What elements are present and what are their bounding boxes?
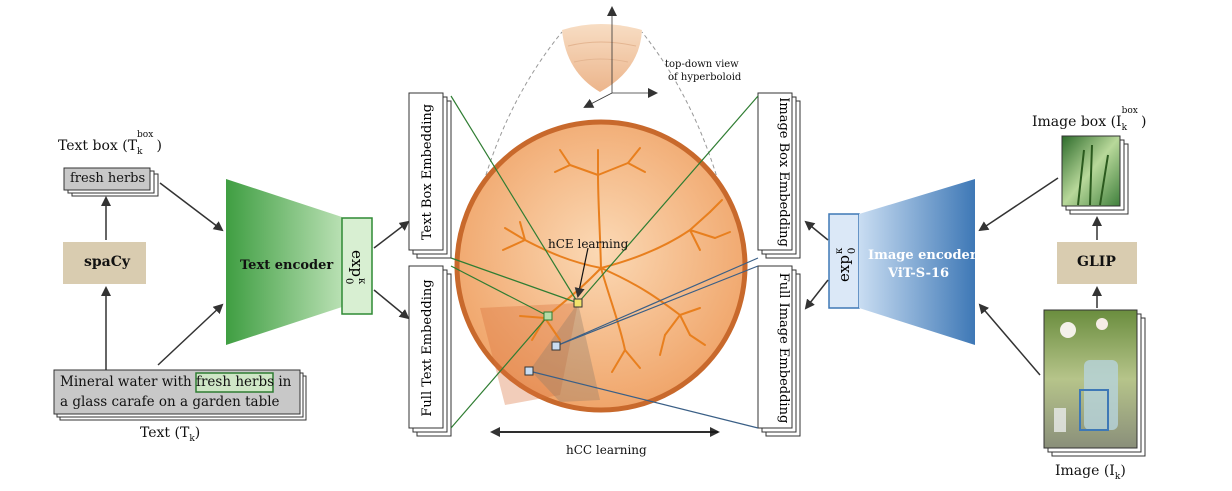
hyperbolic-tree <box>502 147 731 373</box>
image-encoder-label-line2: ViT-S-16 <box>888 266 950 281</box>
caption-highlight: fresh herbs <box>195 374 275 390</box>
text-box-point <box>573 298 583 308</box>
hyperboloid-illustration <box>467 6 735 251</box>
text-label: Text (Tk) <box>140 425 201 444</box>
arrow-exp-to-image-box-emb <box>804 220 829 241</box>
image-encoder-label-line1: Image encoder <box>868 248 977 263</box>
caption-line1: Mineral water with fresh herbs in <box>60 374 292 390</box>
image-exp-label: exp κ 0 <box>834 247 858 282</box>
caption-line2: a glass carafe on a garden table <box>60 394 280 410</box>
svg-text:exp: exp <box>348 250 366 277</box>
glip-label: GLIP <box>1077 254 1116 270</box>
image-card <box>1043 309 1146 457</box>
image-exp-map-block <box>828 213 860 309</box>
arrow-imagebox-to-encoder <box>978 177 1059 232</box>
hce-arrow <box>574 247 589 298</box>
image-encoder-block <box>859 179 975 345</box>
text-exp-map-block <box>341 217 373 315</box>
text-encoder-label: Text encoder <box>240 258 334 273</box>
image-box-embedding-label: Image Box Embedding <box>776 97 791 247</box>
image-box-card <box>1061 135 1129 215</box>
arrow-exp-to-full-text-emb <box>373 289 410 320</box>
arrow-exp-to-full-image-emb <box>804 279 829 310</box>
glip-box <box>1057 242 1137 284</box>
hce-label: hCE learning <box>548 237 629 251</box>
spacy-label: spaCy <box>84 254 131 270</box>
text-box-content: fresh herbs <box>70 171 146 186</box>
arrow-image-to-encoder <box>978 303 1041 376</box>
spacy-box <box>63 242 146 284</box>
svg-text:exp: exp <box>835 255 853 282</box>
embedding-connections <box>450 95 759 429</box>
text-entailment-cone <box>480 303 578 405</box>
full-text-embedding-card <box>408 265 452 437</box>
caption-card <box>53 369 307 421</box>
hcc-label: hCC learning <box>566 443 647 457</box>
full-image-embedding-card <box>757 265 801 437</box>
image-label: Image (Ik) <box>1055 463 1126 482</box>
full-text-point <box>543 311 553 321</box>
arrow-caption-to-encoder <box>157 303 224 366</box>
full-image-point <box>524 366 534 376</box>
text-encoder-block <box>226 179 342 345</box>
full-text-embedding-label: Full Text Embedding <box>420 279 435 416</box>
hyperboloid-caption-line2: of hyperboloid <box>668 72 742 83</box>
full-image-embedding-label: Full Image Embedding <box>776 273 791 424</box>
image-entailment-cone <box>530 303 600 402</box>
text-box-card <box>63 167 159 197</box>
image-box-point <box>551 341 561 351</box>
hyperboloid-caption-line1: top-down view <box>665 59 739 70</box>
text-box-embedding-label: Text Box Embedding <box>420 104 435 240</box>
svg-text:κ: κ <box>834 247 845 254</box>
arrow-textbox-to-encoder <box>159 182 224 232</box>
text-box-embedding-card <box>408 92 452 259</box>
image-box-embedding-card <box>757 92 801 259</box>
svg-text:0: 0 <box>847 248 858 254</box>
text-exp-label: exp κ 0 <box>343 250 367 285</box>
svg-text:κ: κ <box>356 278 367 285</box>
svg-text:0: 0 <box>343 278 354 284</box>
arrow-exp-to-text-box-emb <box>373 220 410 249</box>
